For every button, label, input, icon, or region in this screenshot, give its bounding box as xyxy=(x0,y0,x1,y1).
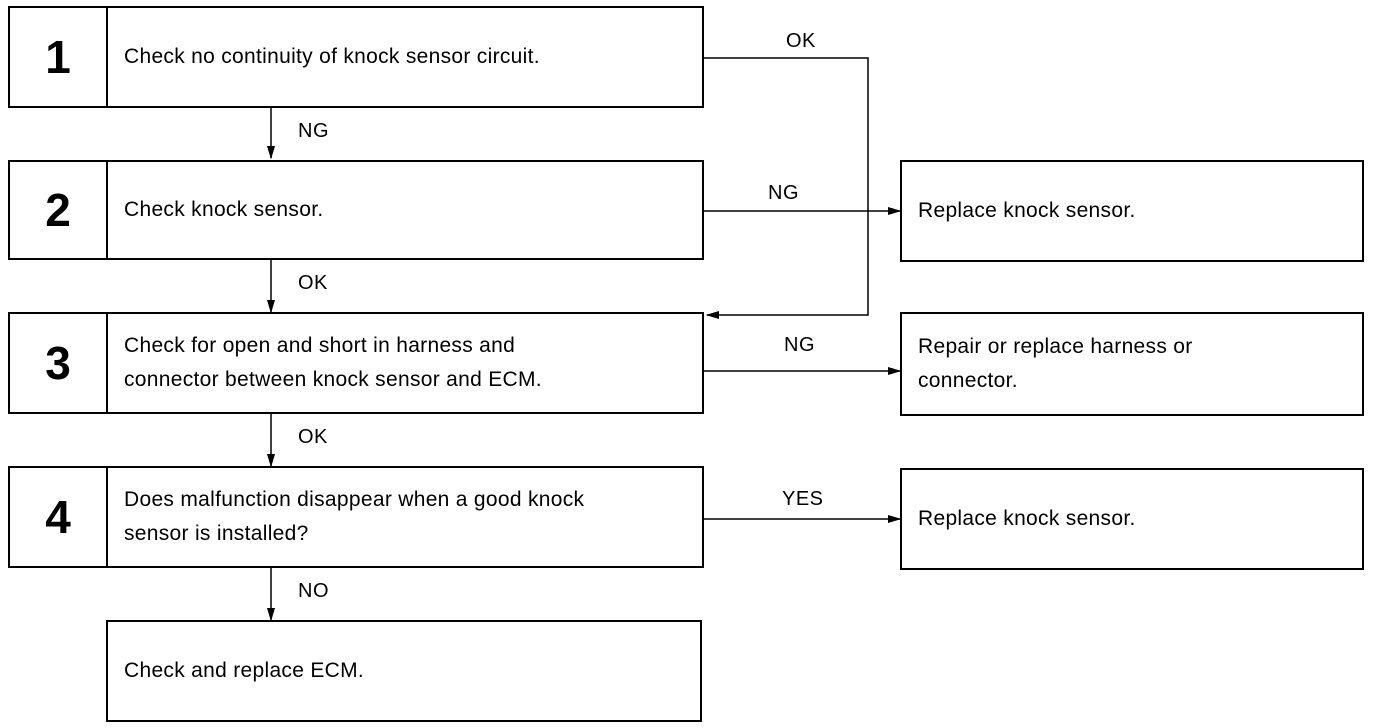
final-step-text: Check and replace ECM. xyxy=(124,622,692,720)
result-1-box: Replace knock sensor. xyxy=(900,160,1364,262)
step-3-box: 3 Check for open and short in harness an… xyxy=(8,312,704,414)
step-4-box: 4 Does malfunction disappear when a good… xyxy=(8,466,704,568)
step-3-line-2: connector between knock sensor and ECM. xyxy=(124,368,542,391)
final-step-line-1: Check and replace ECM. xyxy=(124,659,365,682)
label-step3-ng: NG xyxy=(784,334,815,356)
step-1-number: 1 xyxy=(10,8,108,106)
step-4-line-1: Does malfunction disappear when a good k… xyxy=(124,488,585,511)
step-4-number: 4 xyxy=(10,468,108,566)
arrow-step1-ok-to-step3 xyxy=(702,57,869,320)
result-1-line-1: Replace knock sensor. xyxy=(918,199,1136,222)
step-2-box: 2 Check knock sensor. xyxy=(8,160,704,260)
label-step1-ng: NG xyxy=(298,120,329,142)
step-3-text: Check for open and short in harness and … xyxy=(124,314,694,412)
label-step2-ng: NG xyxy=(768,182,799,204)
result-2-box: Repair or replace harness or connector. xyxy=(900,312,1364,416)
step-4-line-2: sensor is installed? xyxy=(124,522,309,545)
step-2-text: Check knock sensor. xyxy=(124,162,694,258)
label-step4-no: NO xyxy=(298,580,329,602)
result-3-box: Replace knock sensor. xyxy=(900,468,1364,570)
label-step2-ok: OK xyxy=(298,272,328,294)
result-2-text: Repair or replace harness or connector. xyxy=(918,314,1354,414)
step-2-number: 2 xyxy=(10,162,108,258)
step-4-text: Does malfunction disappear when a good k… xyxy=(124,468,694,566)
result-2-line-1: Repair or replace harness or xyxy=(918,335,1193,358)
final-step-box: Check and replace ECM. xyxy=(106,620,702,722)
label-step1-ok: OK xyxy=(786,30,816,52)
result-3-line-1: Replace knock sensor. xyxy=(918,507,1136,530)
step-2-line-1: Check knock sensor. xyxy=(124,198,324,221)
step-1-box: 1 Check no continuity of knock sensor ci… xyxy=(8,6,704,108)
result-2-line-2: connector. xyxy=(918,369,1018,392)
step-1-line-1: Check no continuity of knock sensor circ… xyxy=(124,45,540,68)
step-3-line-1: Check for open and short in harness and xyxy=(124,334,516,357)
step-1-text: Check no continuity of knock sensor circ… xyxy=(124,8,694,106)
label-step4-yes: YES xyxy=(782,488,824,510)
label-step3-ok: OK xyxy=(298,426,328,448)
result-3-text: Replace knock sensor. xyxy=(918,470,1354,568)
result-1-text: Replace knock sensor. xyxy=(918,162,1354,260)
step-3-number: 3 xyxy=(10,314,108,412)
